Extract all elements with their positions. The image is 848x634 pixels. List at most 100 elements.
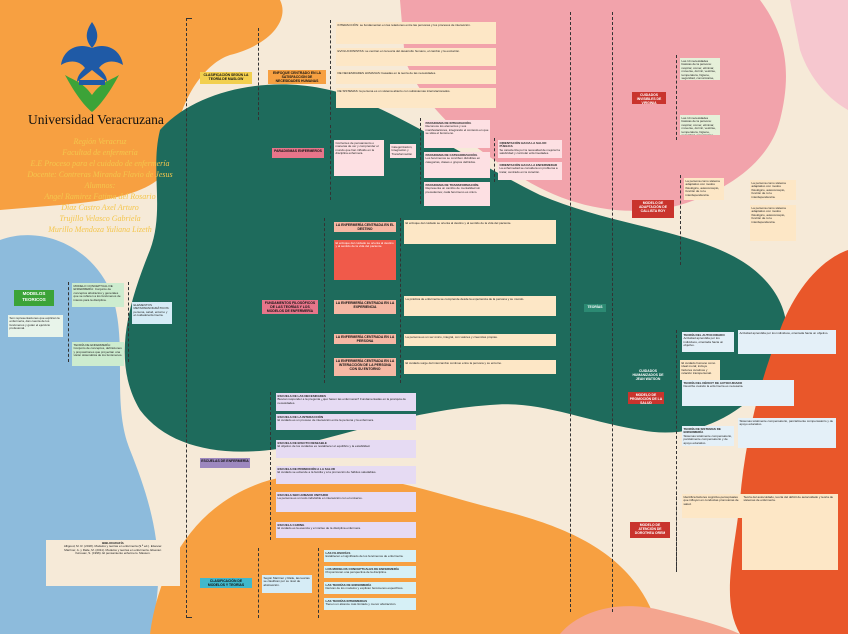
orem-text: Actividad aprendida por los individuos, … bbox=[683, 336, 724, 348]
bracket-needs-2 bbox=[330, 20, 331, 120]
philosophy-destino-text: El enfoque del cuidado se orienta al des… bbox=[334, 240, 396, 280]
orem-autocuidado: TEORÍA DEL AUTOCUIDADO Actividad aprendi… bbox=[682, 332, 734, 352]
tick bbox=[186, 18, 192, 19]
paradigm-text: Representa un cambio de mentalidad sin p… bbox=[425, 186, 481, 194]
node-elementos-metaparadigmaticos: ELEMENTOS METAPARADIGMÁTICOS: persona, s… bbox=[132, 302, 172, 324]
region-text: Región Veracruz bbox=[73, 137, 127, 146]
bibliography-title: BIBLIOGRAFÍA bbox=[102, 540, 124, 545]
node-teoria-enfermeria: TEORÍA DE ENFERMERÍA: Conjunto de concep… bbox=[72, 342, 124, 366]
bracket-philosophy bbox=[324, 218, 325, 383]
salmon-blob-bottom bbox=[560, 606, 740, 634]
school-text: El objetivo de los cuidados es restablec… bbox=[277, 444, 371, 449]
universidad-veracruzana-logo bbox=[61, 22, 123, 112]
paradigm-text: Los fenómenos se conciben divisibles en … bbox=[425, 156, 481, 164]
orientation-salud-publica: ORIENTACIÓN HACIA LA SALUD PÚBLICA Se ca… bbox=[498, 140, 562, 158]
teacher-text: Docente: Contreras Miranda Flavio de Jes… bbox=[27, 170, 173, 179]
paradigm-title: PARADIGMA DE TRANSFORMACIÓN. bbox=[425, 182, 480, 187]
bracket-philosophy-2 bbox=[400, 218, 401, 383]
class-teorias-intermedias: LAS TEORÍAS INTERMEDIAS Tienen un alcanc… bbox=[324, 598, 416, 610]
label-escuelas: ESCUELAS DE ENFERMERÍA bbox=[200, 458, 250, 468]
class-text: Tienen un alcance más limitado y menor a… bbox=[325, 602, 397, 607]
philosophy-text-interaccion: El cuidado surge del intercambio continu… bbox=[404, 360, 556, 374]
bracket-orientations bbox=[494, 138, 495, 182]
orem-deficit: TEORÍA DEL DÉFICIT DE AUTOCUIDADO Descri… bbox=[682, 380, 794, 406]
paradigm-categorizacion: PARADIGMA DE CATEGORIZACIÓN. Los fenómen… bbox=[424, 152, 490, 178]
school-text: Buscan responder a la pregunta ¿qué hace… bbox=[277, 397, 406, 405]
bracket-orem bbox=[676, 330, 677, 570]
bibliography-entry: Alligood, M. R. (2018). Modelos y teoría… bbox=[63, 544, 163, 549]
orientation-title: ORIENTACIÓN HACIA LA SALUD PÚBLICA bbox=[499, 140, 547, 149]
bibliography-entry: Marriner, A. y Raile, M. (2011). Modelos… bbox=[64, 547, 162, 552]
orem-text-detail: Teoría del autocuidado, teoría del défic… bbox=[742, 494, 838, 570]
header-info: Región Veracruz Facultad de enfermería E… bbox=[20, 136, 180, 235]
school-interaccion: ESCUELA DE LA INTERACCIÓN El cuidado es … bbox=[276, 414, 416, 430]
class-filosofias: LAS FILOSOFÍAS Establecen el significado… bbox=[324, 550, 416, 562]
philosophy-persona: LA ENFERMERÍA CENTRADA EN LA PERSONA bbox=[334, 334, 396, 344]
orem-sistemas: TEORÍA DE SISTEMAS DE ENFERMERÍA Sistema… bbox=[682, 426, 734, 446]
label-watson: CUIDADOS HUMANIZADOS DE JEAN WATSON bbox=[630, 368, 666, 388]
bracket-paradigms-2 bbox=[420, 118, 421, 204]
class-text: Derivan de los modelos y explican fenóme… bbox=[325, 586, 404, 591]
bracket-roy bbox=[680, 175, 681, 265]
orem-sistemas-detail: Sistemas totalmente compensatorio, parci… bbox=[738, 418, 836, 448]
paradigm-integracion: PARADIGMA DE INTEGRACIÓN. Reconoce los e… bbox=[424, 120, 490, 148]
bracket-paradigms bbox=[330, 125, 331, 200]
roy-text: La persona como sistema adaptativo con m… bbox=[684, 178, 724, 200]
school-text: El cuidado es un proceso de interacción … bbox=[277, 418, 375, 423]
orientation-enfermedad: ORIENTACIÓN HACIA LA ENFERMEDAD La enfer… bbox=[498, 162, 562, 180]
orientation-text: Se caracteriza por la necesidad de mejor… bbox=[499, 147, 560, 156]
promocion-text: Identifica factores cognitivo-perceptual… bbox=[682, 494, 742, 518]
paradigm-title: PARADIGMA DE CATEGORIZACIÓN. bbox=[425, 152, 478, 157]
school-title: ESCUELA DE EFECTO DESEABLE bbox=[277, 440, 327, 445]
node-modelo-conceptual: MODELO CONCEPTUAL DE ENFERMERÍA: Conjunt… bbox=[72, 283, 124, 307]
label-orem: MODELO DE ATENCIÓN DE DOROTHEA OREM bbox=[630, 522, 670, 538]
bracket-promocion bbox=[676, 492, 677, 572]
bracket-theories-2 bbox=[612, 12, 613, 612]
class-text: Establecen el significado de los fenómen… bbox=[325, 554, 404, 559]
orem-title: TEORÍA DEL DÉFICIT DE AUTOCUIDADO bbox=[683, 380, 743, 385]
school-title: ESCUELA CARING bbox=[277, 522, 305, 527]
class-title: LOS MODELOS CONCEPTUALES DE ENFERMERÍA bbox=[325, 566, 400, 571]
bracket-left bbox=[68, 282, 69, 362]
label-fundamentos-filosoficos: FUNDAMENTOS FILOSÓFICOS DE LAS TEORÍAS Y… bbox=[262, 300, 318, 314]
orem-autocuidado-detail: Actividad aprendida por los individuos, … bbox=[738, 330, 836, 354]
roy-text-2: La persona como sistema adaptativo con m… bbox=[750, 180, 796, 200]
title-description: Son representaciones que explican la enf… bbox=[8, 315, 63, 337]
philosophy-text-destino: El enfoque del cuidado se orienta al des… bbox=[404, 220, 556, 244]
university-name: Universidad Veracruzana bbox=[28, 112, 164, 127]
classification-intro: Según Marriner y Raile, las teorías se c… bbox=[262, 575, 312, 593]
philosophy-text-persona: La persona es un ser único, integral, co… bbox=[404, 334, 556, 346]
philosophy-experiencia: LA ENFERMERÍA CENTRADA EN LA EXPERIENCIA bbox=[334, 300, 396, 314]
bracket-theories bbox=[570, 12, 571, 612]
school-ser-humano-unitario: ESCUELA SER HUMANO UNITARIO La persona e… bbox=[276, 492, 416, 512]
class-title: LAS TEORÍAS INTERMEDIAS bbox=[325, 598, 368, 603]
paradigm-title: PARADIGMA DE INTEGRACIÓN. bbox=[425, 120, 472, 125]
class-title: LAS FILOSOFÍAS bbox=[325, 550, 351, 555]
watson-text: El cuidado humano como ideal moral; incl… bbox=[680, 360, 720, 380]
label-teorias: TEORÍAS bbox=[584, 304, 606, 312]
school-title: ESCUELA SER HUMANO UNITARIO bbox=[277, 492, 329, 497]
henderson-text: Las 14 necesidades básicas de la persona… bbox=[680, 58, 720, 80]
orientation-title: ORIENTACIÓN HACIA LA ENFERMEDAD bbox=[499, 162, 558, 167]
label-paradigmas: PARADIGMAS ENFERMEROS bbox=[272, 148, 324, 158]
bracket-henderson bbox=[676, 55, 677, 140]
school-title: ESCUELA DE LAS NECESIDADES bbox=[277, 393, 327, 398]
bibliography-entry: Kérouac, S. (1996). El pensamiento enfer… bbox=[75, 551, 151, 556]
faculty-text: Facultad de enfermería bbox=[62, 148, 138, 157]
teal-blob-center bbox=[124, 84, 787, 452]
label-necesidades: ENFOQUE CENTRADO EN LA SATISFACCIÓN DE N… bbox=[268, 70, 326, 84]
class-modelos-conceptuales: LOS MODELOS CONCEPTUALES DE ENFERMERÍA P… bbox=[324, 566, 416, 578]
orem-title: TEORÍA DE SISTEMAS DE ENFERMERÍA bbox=[683, 426, 721, 435]
philosophy-destino: LA ENFERMERÍA CENTRADA EN EL DESTINO bbox=[334, 222, 396, 232]
philosophy-text-experiencia: La práctica de enfermería se comprende d… bbox=[404, 296, 556, 316]
label-promocion-salud: MODELO DE PROMOCIÓN DE LA SALUD bbox=[628, 392, 664, 404]
class-title: LAS TEORÍAS DE ENFERMERÍA bbox=[325, 582, 372, 587]
orem-title: TEORÍA DEL AUTOCUIDADO bbox=[683, 332, 725, 337]
bibliography: BIBLIOGRAFÍA Alligood, M. R. (2018). Mod… bbox=[46, 540, 180, 586]
student-name: Murillo Mendoza Yuliana Lizeth bbox=[48, 225, 152, 234]
main-bracket bbox=[186, 18, 187, 618]
bracket-classification bbox=[258, 548, 259, 618]
need-interaccion: INTERACCIÓN: se fundamentan en las relac… bbox=[336, 22, 496, 44]
school-text: El cuidado se extiende a la familia y a … bbox=[277, 470, 377, 475]
